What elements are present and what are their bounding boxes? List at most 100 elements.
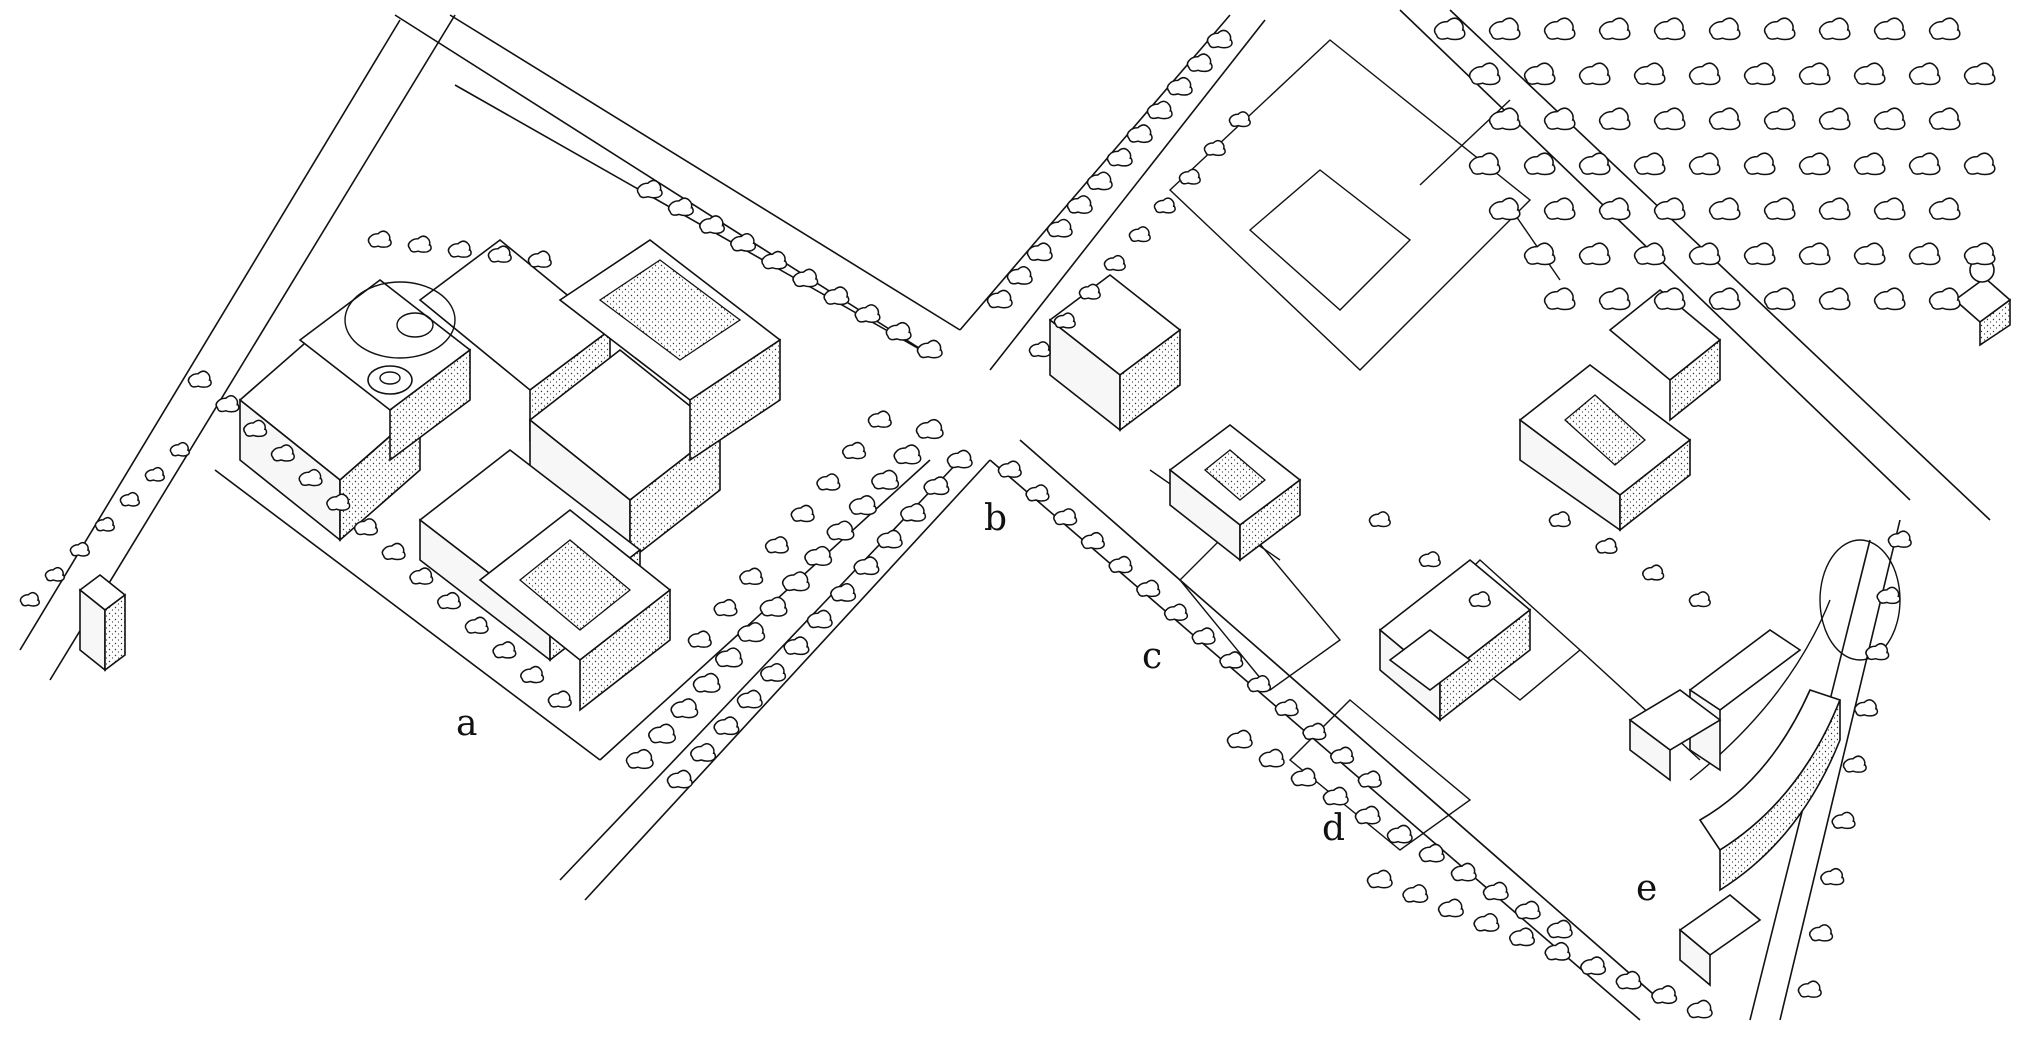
tree-icon — [1322, 786, 1349, 806]
tree-icon — [900, 503, 927, 522]
tree-icon — [1763, 287, 1796, 311]
tree-icon — [1820, 867, 1845, 886]
tree-icon — [1633, 62, 1666, 86]
tree-icon — [1274, 698, 1299, 717]
tree-icon — [1578, 62, 1611, 86]
tree-icon — [1523, 242, 1556, 266]
tree-icon — [464, 616, 489, 635]
tree-icon — [1928, 17, 1961, 41]
tree-icon — [1191, 627, 1216, 645]
tree-icon — [1842, 755, 1867, 773]
tree-icon — [1873, 197, 1906, 221]
tree-icon — [1876, 586, 1901, 605]
tree-icon — [715, 647, 743, 668]
tree-icon — [1418, 551, 1441, 568]
tree-icon — [1086, 171, 1113, 191]
label-a: a — [456, 703, 477, 744]
label-b: b — [984, 498, 1007, 539]
tree-icon — [997, 460, 1022, 478]
tree-icon — [1166, 76, 1193, 96]
tree-icon — [853, 556, 880, 576]
tree-icon — [1928, 197, 1961, 221]
tree-icon — [759, 596, 788, 617]
tree-icon — [1437, 898, 1464, 918]
tree-icon — [447, 240, 472, 258]
tree-icon — [1548, 511, 1571, 528]
tree-icon — [1963, 242, 1996, 266]
tree-icon — [736, 689, 763, 709]
tree-icon — [1488, 197, 1521, 221]
tree-icon — [1053, 312, 1076, 329]
tree-icon — [1963, 62, 1996, 86]
tree-icon — [692, 672, 721, 693]
tree-icon — [1258, 748, 1285, 768]
tree-icon — [1763, 17, 1796, 41]
tree-icon — [1708, 107, 1741, 131]
tree-icon — [893, 444, 922, 465]
tree-icon — [1080, 531, 1105, 550]
tree-icon — [1688, 591, 1711, 608]
tree-icon — [169, 441, 190, 457]
tree-icon — [1488, 17, 1521, 41]
tree-icon — [1543, 287, 1576, 311]
tree-icon — [1798, 62, 1831, 86]
tree-icon — [270, 444, 295, 462]
tree-icon — [1523, 62, 1556, 86]
tree-icon — [1473, 913, 1500, 932]
tree-icon — [806, 609, 833, 629]
tree-icon — [1206, 29, 1233, 49]
tree-icon — [1928, 107, 1961, 131]
tree-icon — [1006, 266, 1033, 285]
tree-icon — [1357, 770, 1382, 788]
tree-icon — [1108, 555, 1133, 574]
tree-icon — [1615, 970, 1642, 990]
tree-icon — [699, 215, 725, 235]
tree-icon — [1126, 124, 1153, 144]
tree-icon — [1578, 152, 1611, 176]
tree-icon — [687, 630, 712, 648]
tree-icon — [487, 245, 512, 263]
tree-icon — [1468, 591, 1491, 608]
tree-icon — [1598, 197, 1631, 221]
tree-icon — [1598, 107, 1631, 131]
tree-icon — [367, 230, 392, 248]
tree-icon — [781, 571, 810, 592]
tree-icon — [1818, 197, 1851, 221]
tree-icon — [1928, 287, 1961, 311]
tree-icon — [1418, 843, 1445, 863]
tree-icon — [1743, 152, 1776, 176]
tree-icon — [1146, 100, 1173, 120]
tree-icon — [760, 663, 787, 682]
tree-icon — [816, 473, 841, 491]
tree-icon — [790, 504, 815, 523]
tree-icon — [1543, 197, 1576, 221]
tree-icon — [1246, 675, 1272, 693]
tree-icon — [1368, 511, 1391, 528]
tree-icon — [1386, 824, 1413, 844]
tree-icon — [804, 545, 833, 567]
tree-icon — [1136, 579, 1161, 598]
tree-icon — [986, 289, 1013, 309]
tree-icon — [1543, 17, 1576, 41]
tree-icon — [44, 566, 65, 582]
tree-icon — [1543, 107, 1576, 131]
tree-icon — [19, 591, 40, 607]
tree-icon — [1366, 869, 1393, 889]
tree-icon — [792, 268, 819, 288]
tree-icon — [1580, 956, 1607, 976]
tree-icon — [667, 197, 694, 217]
tree-icon — [1219, 651, 1244, 669]
tree-icon — [1853, 152, 1886, 176]
tree-icon — [326, 493, 351, 511]
label-d: d — [1322, 808, 1345, 849]
tree-icon — [713, 716, 740, 736]
tree-icon — [1488, 107, 1521, 131]
tree-icon — [876, 529, 903, 549]
tree-icon — [1818, 107, 1851, 131]
tree-icon — [436, 591, 462, 610]
tree-icon — [1688, 152, 1721, 176]
tree-icon — [1873, 287, 1906, 311]
tree-icon — [1302, 722, 1327, 741]
tree-icon — [739, 567, 764, 586]
